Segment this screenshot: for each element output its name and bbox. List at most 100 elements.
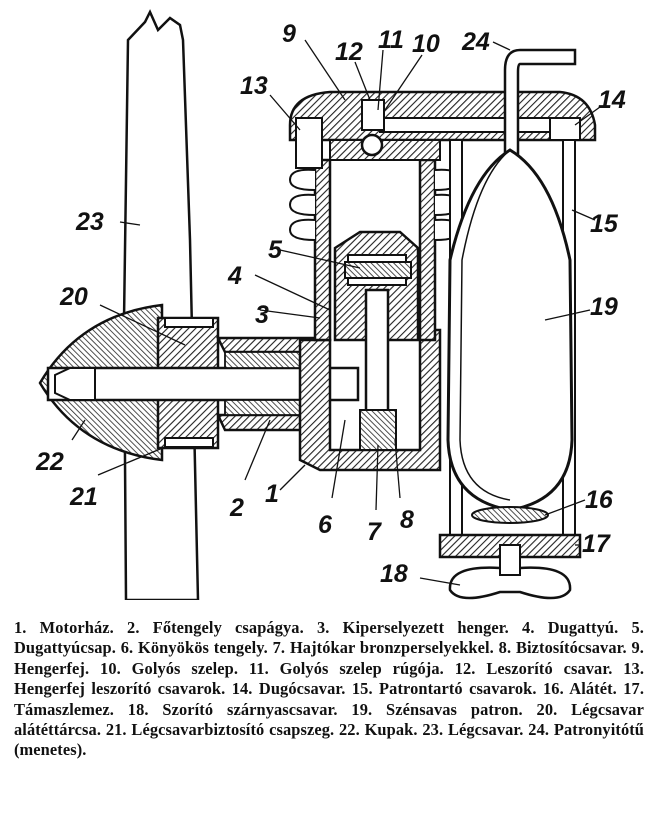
legend-item-text: Motorház.	[39, 618, 114, 637]
legend-item-text: Alátét.	[569, 679, 617, 699]
label-20: 20	[59, 283, 88, 311]
legend-item-number: 4.	[522, 618, 535, 637]
legend-item-text: Hajtókar bronzperselyekkel.	[289, 638, 494, 658]
legend-item-text: Légcsavarbiztosító csapszeg.	[131, 720, 335, 740]
legend-item: 24. Patronyitótű (menetes).	[14, 720, 644, 759]
legend-item-number: 16.	[542, 679, 564, 699]
legend-item: 23. Légcsavar.	[422, 720, 523, 739]
legend-item-text: Szorító szárnyascsavar.	[162, 699, 338, 719]
legend-item-text: Légcsavar alátéttárcsa.	[14, 699, 644, 740]
legend-item: 5. Dugattyúcsap.	[14, 618, 644, 657]
legend-item: 15. Patrontartó csavarok.	[352, 679, 537, 698]
legend-item-number: 18.	[127, 699, 149, 719]
legend-item-number: 13.	[623, 658, 645, 678]
label-16: 16	[585, 486, 614, 514]
legend-item-text: Patrontartó csavarok.	[379, 679, 537, 699]
legend-item-text: Támaszlemez.	[14, 699, 114, 719]
legend-item-text: Biztosítócsavar.	[515, 638, 627, 658]
label-8: 8	[400, 506, 414, 534]
legend-item: 6. Könyökös tengely.	[121, 638, 268, 657]
label-18: 18	[380, 560, 408, 588]
washer	[471, 506, 549, 524]
legend-item: 13. Hengerfej leszorító csavarok.	[14, 659, 644, 698]
label-6: 6	[318, 511, 333, 539]
legend-item-number: 10.	[100, 658, 121, 678]
ball-valve	[360, 133, 384, 157]
label-5: 5	[268, 236, 283, 264]
label-11: 11	[378, 26, 404, 54]
legend-item-text: Könyökös tengely.	[138, 638, 268, 658]
cooling-fins	[288, 168, 462, 241]
legend-item-number: 14.	[231, 679, 253, 699]
legend-item: 4. Dugattyú.	[522, 618, 618, 637]
legend-item-number: 2.	[127, 618, 140, 637]
legend-item: 11. Golyós szelep rúgója.	[249, 659, 444, 678]
legend-item-number: 23.	[422, 720, 444, 740]
label-22: 22	[35, 448, 64, 476]
co2-cartridge	[446, 148, 574, 512]
legend-item-number: 1.	[14, 618, 27, 637]
label-14: 14	[598, 86, 626, 114]
legend-item-number: 3.	[316, 618, 330, 637]
label-3: 3	[255, 301, 269, 329]
legend-item-number: 15.	[351, 679, 373, 699]
legend-item-number: 12.	[454, 658, 476, 678]
legend-item: 2. Főtengely csapágya.	[127, 618, 304, 637]
connecting-rod	[364, 288, 390, 422]
legend-item: 9. Hengerfej.	[14, 638, 644, 677]
legend-item-text: Légcsavar.	[447, 720, 524, 740]
legend-item-text: Dugattyúcsap.	[14, 638, 116, 658]
legend-item: 19. Szénsavas patron.	[351, 700, 522, 719]
legend-item-text: Szénsavas patron.	[386, 699, 523, 719]
leader-lines	[71, 39, 601, 586]
legend-item-number: 6.	[120, 638, 134, 658]
engine-cross-section-diagram: 1 2 3 4 5 6 7 8 9 10 11 12 13 14 15 16 1…	[35, 9, 626, 600]
legend-item-number: 22.	[338, 720, 360, 740]
legend-item-number: 21.	[105, 720, 127, 740]
label-15: 15	[590, 210, 619, 238]
legend-item-number: 19.	[351, 699, 373, 719]
label-19: 19	[590, 293, 618, 321]
legend-item: 22. Kupak.	[339, 720, 418, 739]
label-13: 13	[240, 72, 268, 100]
label-17: 17	[582, 530, 611, 558]
legend-item-text: Dugócsavar.	[258, 679, 346, 699]
legend-item-text: Patronyitótű (menetes).	[14, 720, 645, 760]
legend-item: 7. Hajtókar bronzperselyekkel.	[273, 638, 494, 657]
plug-screw	[549, 117, 581, 141]
legend-item: 14. Dugócsavar.	[232, 679, 346, 698]
label-2: 2	[229, 494, 244, 522]
legend-item-number: 20.	[536, 699, 558, 719]
wing-nut	[448, 566, 572, 600]
legend-item-number: 8.	[498, 638, 512, 658]
legend-item: 1. Motorház.	[14, 618, 114, 637]
legend-item: 12. Leszorító csavar.	[455, 659, 613, 678]
legend-item-text: Kiperselyezett henger.	[342, 618, 509, 637]
legend-item: 16. Alátét.	[543, 679, 617, 698]
legend-item-text: Dugattyú.	[547, 618, 619, 637]
head-screw	[295, 117, 323, 169]
legend-item: 21. Légcsavarbiztosító csapszeg.	[106, 720, 334, 739]
legend-item-number: 17.	[623, 679, 645, 699]
label-1: 1	[265, 480, 279, 508]
legend-item-number: 9.	[631, 638, 644, 658]
legend-item-number: 5.	[631, 618, 644, 637]
legend-item: 10. Golyós szelep.	[100, 659, 238, 678]
legend-item-number: 11.	[248, 658, 269, 678]
legend-item: 8. Biztosítócsavar.	[499, 638, 627, 657]
label-4: 4	[227, 262, 242, 290]
legend-caption: 1. Motorház. 2. Főtengely csapágya. 3. K…	[14, 618, 644, 761]
label-12: 12	[335, 38, 363, 66]
legend-item-text: Golyós szelep rúgója.	[279, 658, 444, 678]
legend-item: 18. Szorító szárnyascsavar.	[128, 700, 338, 719]
label-24: 24	[461, 28, 490, 56]
legend-item-text: Kupak.	[364, 720, 418, 740]
piston-pin	[344, 261, 412, 279]
legend-item-text: Hengerfej leszorító csavarok.	[14, 679, 226, 699]
label-9: 9	[282, 20, 296, 48]
legend-item-number: 7.	[272, 638, 286, 658]
legend-item-text: Leszorító csavar.	[486, 658, 613, 678]
legend-item: 3. Kiperselyezett henger.	[317, 618, 509, 637]
label-7: 7	[367, 518, 382, 546]
legend-item-text: Főtengely csapágya.	[152, 618, 304, 637]
